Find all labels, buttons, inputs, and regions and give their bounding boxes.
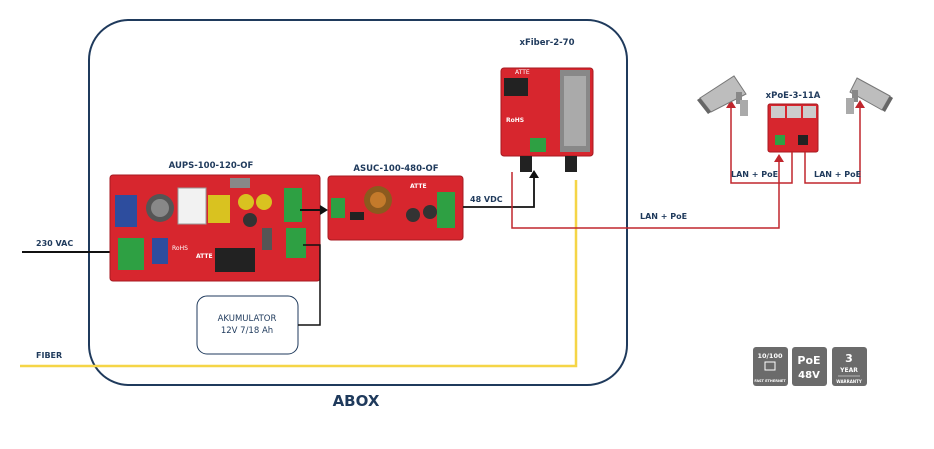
svg-text:FAST ETHERNET: FAST ETHERNET (754, 379, 786, 383)
svg-text:WARRANTY: WARRANTY (836, 379, 862, 384)
aups-board: ATTE RoHS (109, 174, 321, 282)
aups-asuc-arrowhead (320, 205, 328, 215)
badge-speed: 10/100 FAST ETHERNET (753, 347, 788, 386)
lan-left-arrowhead (726, 100, 736, 108)
svg-text:YEAR: YEAR (839, 367, 858, 374)
dc-label: 48 VDC (470, 195, 503, 204)
svg-text:RoHS: RoHS (172, 245, 188, 252)
lan-right-arrowhead (855, 100, 865, 108)
lan-right-label: LAN + PoE (814, 170, 861, 179)
svg-text:3: 3 (845, 352, 853, 365)
xfiber-label: xFiber-2-70 (519, 38, 574, 48)
xpoe-board (767, 103, 819, 153)
ac-input-label: 230 VAC (36, 239, 73, 248)
svg-text:48V: 48V (798, 370, 820, 381)
asuc-xfiber-wire (463, 177, 535, 208)
abox-enclosure (88, 19, 628, 386)
battery-line1: AKUMULATOR (218, 314, 277, 324)
fiber-line (20, 180, 578, 368)
network-icon (764, 361, 776, 371)
battery-box (196, 295, 299, 355)
battery-line2: 12V 7/18 Ah (221, 326, 273, 336)
svg-text:ATTE: ATTE (196, 253, 213, 260)
fiber-label: FIBER (36, 351, 62, 360)
lan-main-label: LAN + PoE (640, 212, 687, 221)
camera-right-icon (846, 77, 893, 114)
xfiber-board: RoHS ATTE (500, 67, 594, 172)
lan-left-label: LAN + PoE (731, 170, 778, 179)
xpoe-label: xPoE-3-11A (766, 91, 821, 101)
lan-right-line (804, 107, 861, 184)
abox-label: ABOX (333, 392, 380, 410)
svg-text:PoE: PoE (797, 354, 820, 367)
svg-text:RoHS: RoHS (506, 117, 524, 124)
asuc-xfiber-arrowhead (529, 170, 539, 178)
svg-text:ATTE: ATTE (515, 69, 530, 76)
svg-text:10/100: 10/100 (758, 352, 783, 360)
badge-poe: PoE 48V (792, 347, 827, 386)
asuc-board: ATTE (327, 175, 464, 241)
asuc-label: ASUC-100-480-OF (353, 164, 438, 174)
battery-wire (298, 244, 321, 326)
lan-left-line (730, 107, 793, 184)
camera-left-icon (697, 75, 748, 116)
lan-main-line (511, 161, 780, 229)
badge-warranty: 3 YEAR WARRANTY (832, 347, 867, 386)
aups-label: AUPS-100-120-OF (169, 161, 254, 171)
svg-text:ATTE: ATTE (410, 183, 427, 190)
lan-main-arrowhead (774, 154, 784, 162)
